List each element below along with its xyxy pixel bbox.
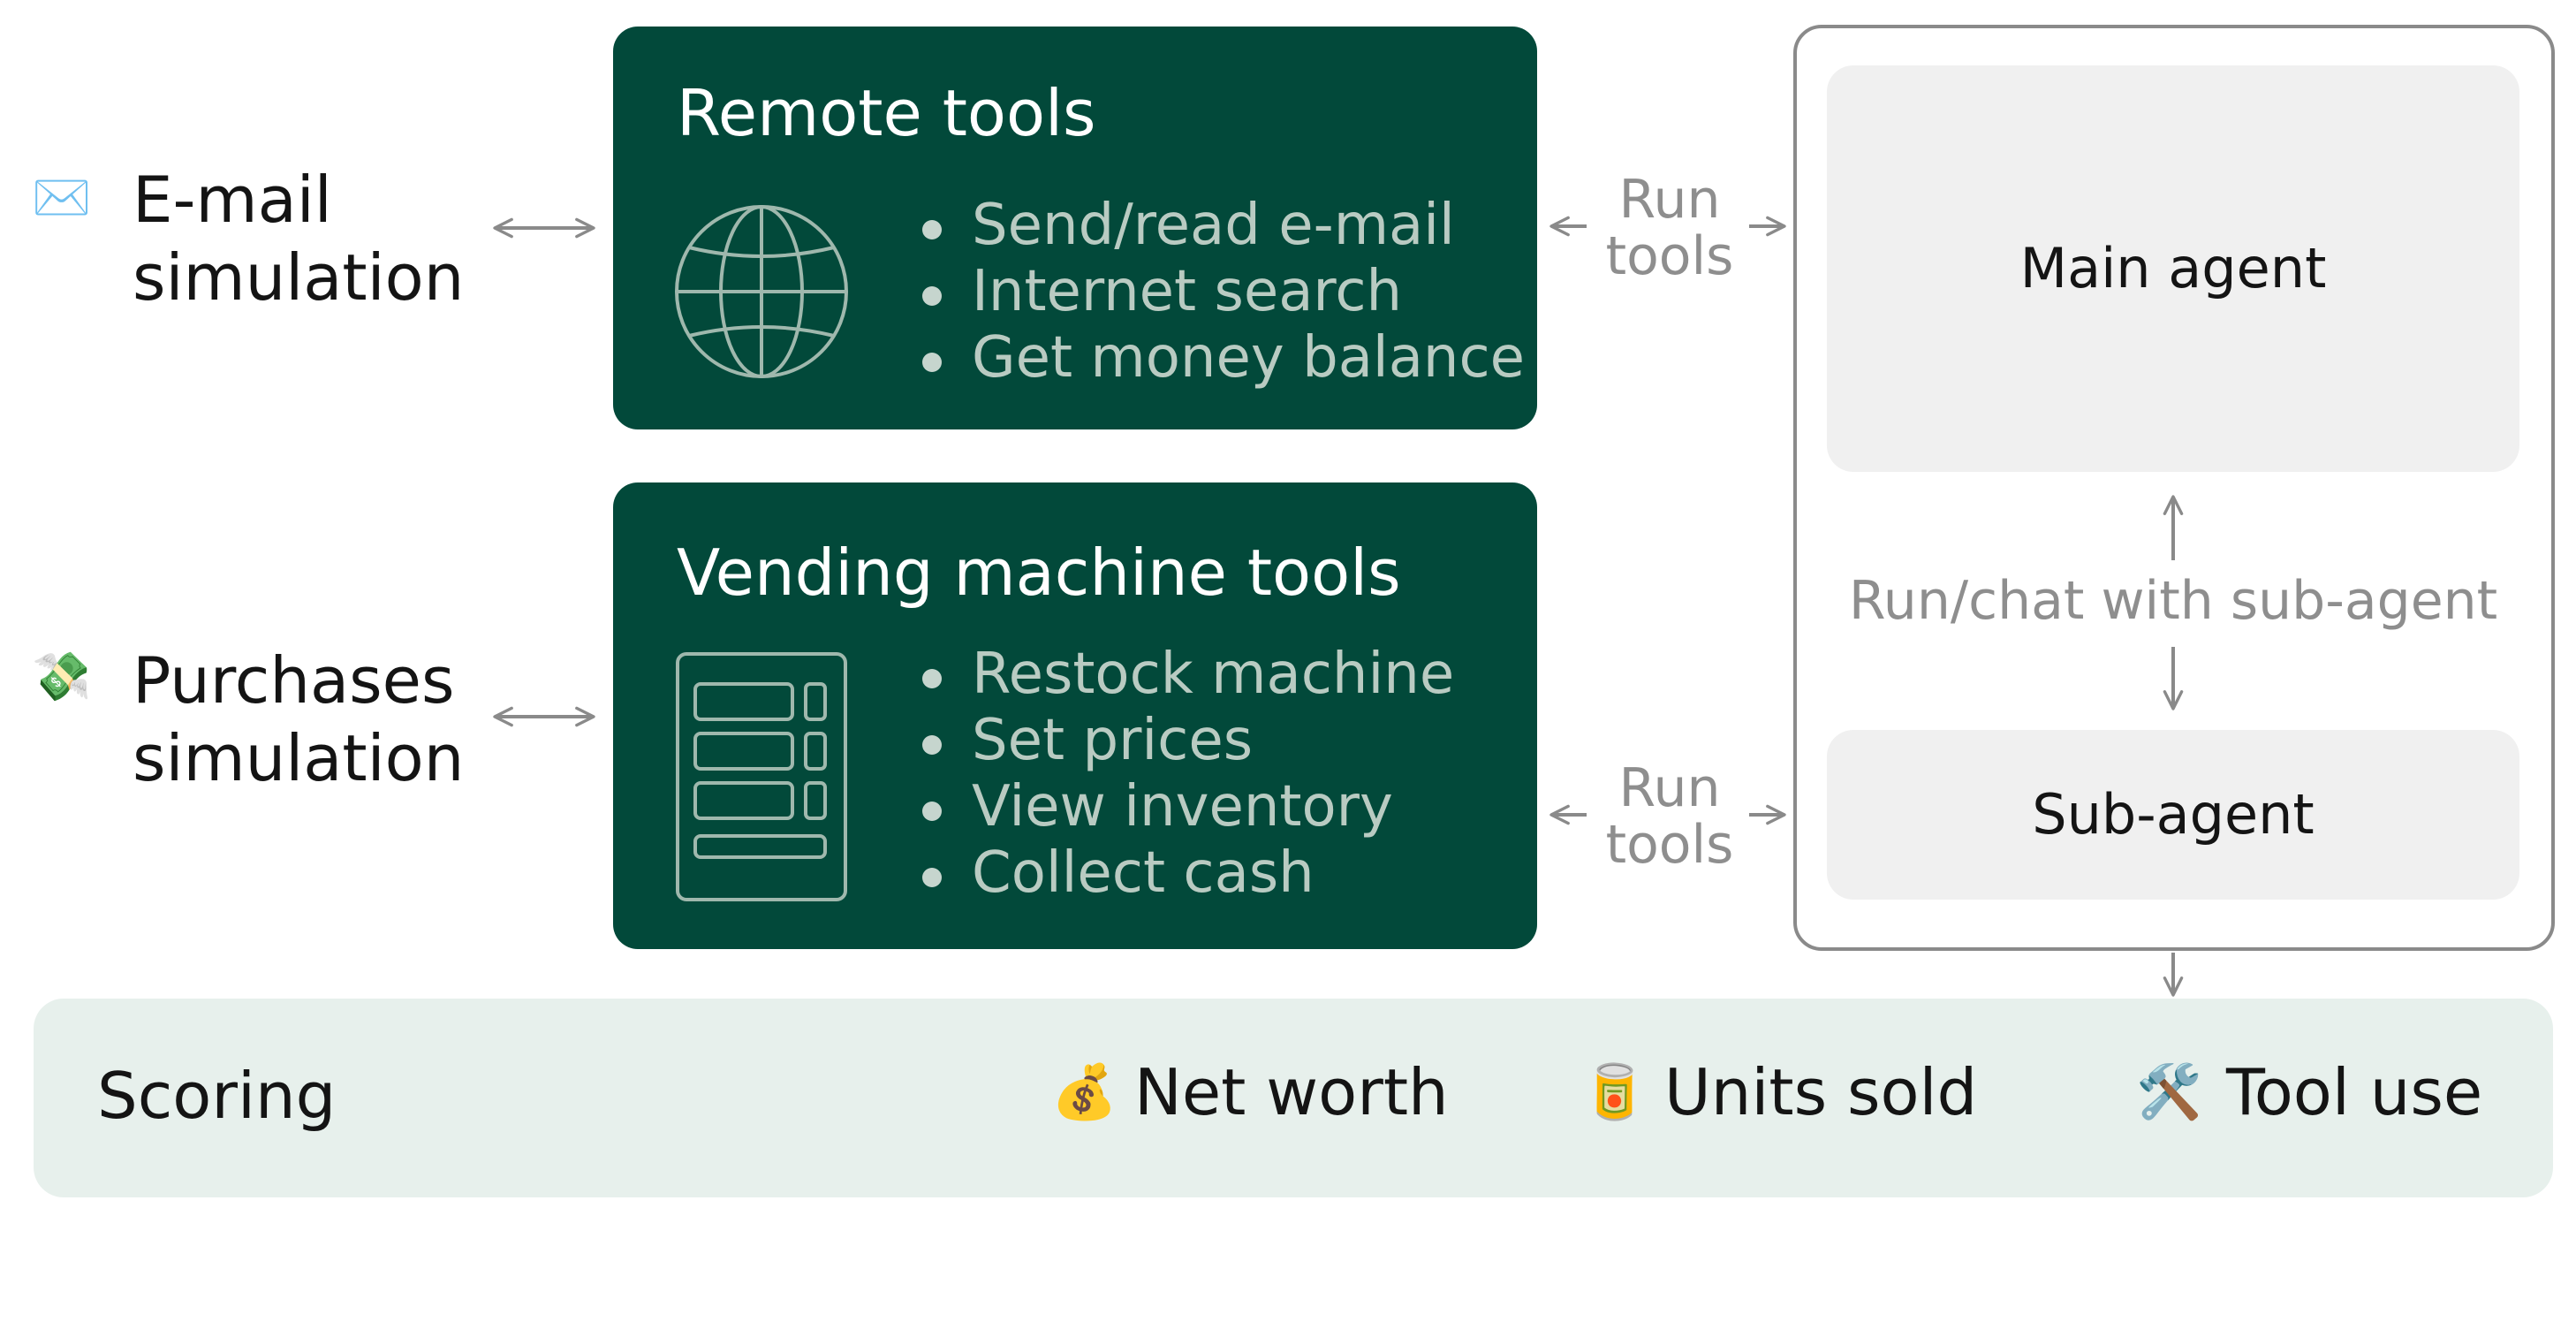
scoring-label: Scoring xyxy=(97,1059,337,1133)
list-item: Internet search xyxy=(919,259,1525,325)
canned-food-icon: 🥫 xyxy=(1581,1061,1648,1123)
list-item: Collect cash xyxy=(919,840,1454,907)
main-agent-label: Main agent xyxy=(2019,236,2327,300)
run-tools-label-top: Run tools xyxy=(1605,169,1734,287)
main-agent-box xyxy=(1827,65,2519,472)
money-bag-icon: 💰 xyxy=(1051,1061,1118,1123)
run-tools-label-bottom: Run tools xyxy=(1605,757,1734,876)
vending-tools-list: Restock machine Set prices View inventor… xyxy=(919,642,1454,907)
remote-tools-panel xyxy=(613,27,1537,429)
metric-units-sold: Units sold xyxy=(1664,1055,1978,1129)
scoring-band xyxy=(34,999,2553,1197)
list-item: View inventory xyxy=(919,774,1454,840)
purchases-simulation-label: Purchases simulation xyxy=(133,643,465,795)
money-with-wings-icon: 💸 xyxy=(32,649,92,704)
remote-tools-list: Send/read e-mail Internet search Get mon… xyxy=(919,193,1525,391)
vending-machine-icon xyxy=(676,652,847,901)
email-simulation-label: E-mail simulation xyxy=(133,163,465,315)
envelope-icon: ✉️ xyxy=(32,170,92,225)
sub-agent-box xyxy=(1827,730,2519,900)
metric-net-worth: Net worth xyxy=(1134,1055,1449,1129)
vending-tools-title: Vending machine tools xyxy=(677,536,1401,610)
list-item: Get money balance xyxy=(919,325,1525,391)
sub-agent-label: Sub-agent xyxy=(2032,782,2315,847)
list-item: Set prices xyxy=(919,708,1454,774)
metric-tool-use: Tool use xyxy=(2226,1055,2483,1129)
globe-icon xyxy=(675,205,848,378)
list-item: Restock machine xyxy=(919,642,1454,708)
hammer-and-wrench-icon: 🛠️ xyxy=(2136,1061,2202,1123)
list-item: Send/read e-mail xyxy=(919,193,1525,259)
sub-agent-link-label: Run/chat with sub-agent xyxy=(1848,570,2498,632)
remote-tools-title: Remote tools xyxy=(677,76,1096,150)
